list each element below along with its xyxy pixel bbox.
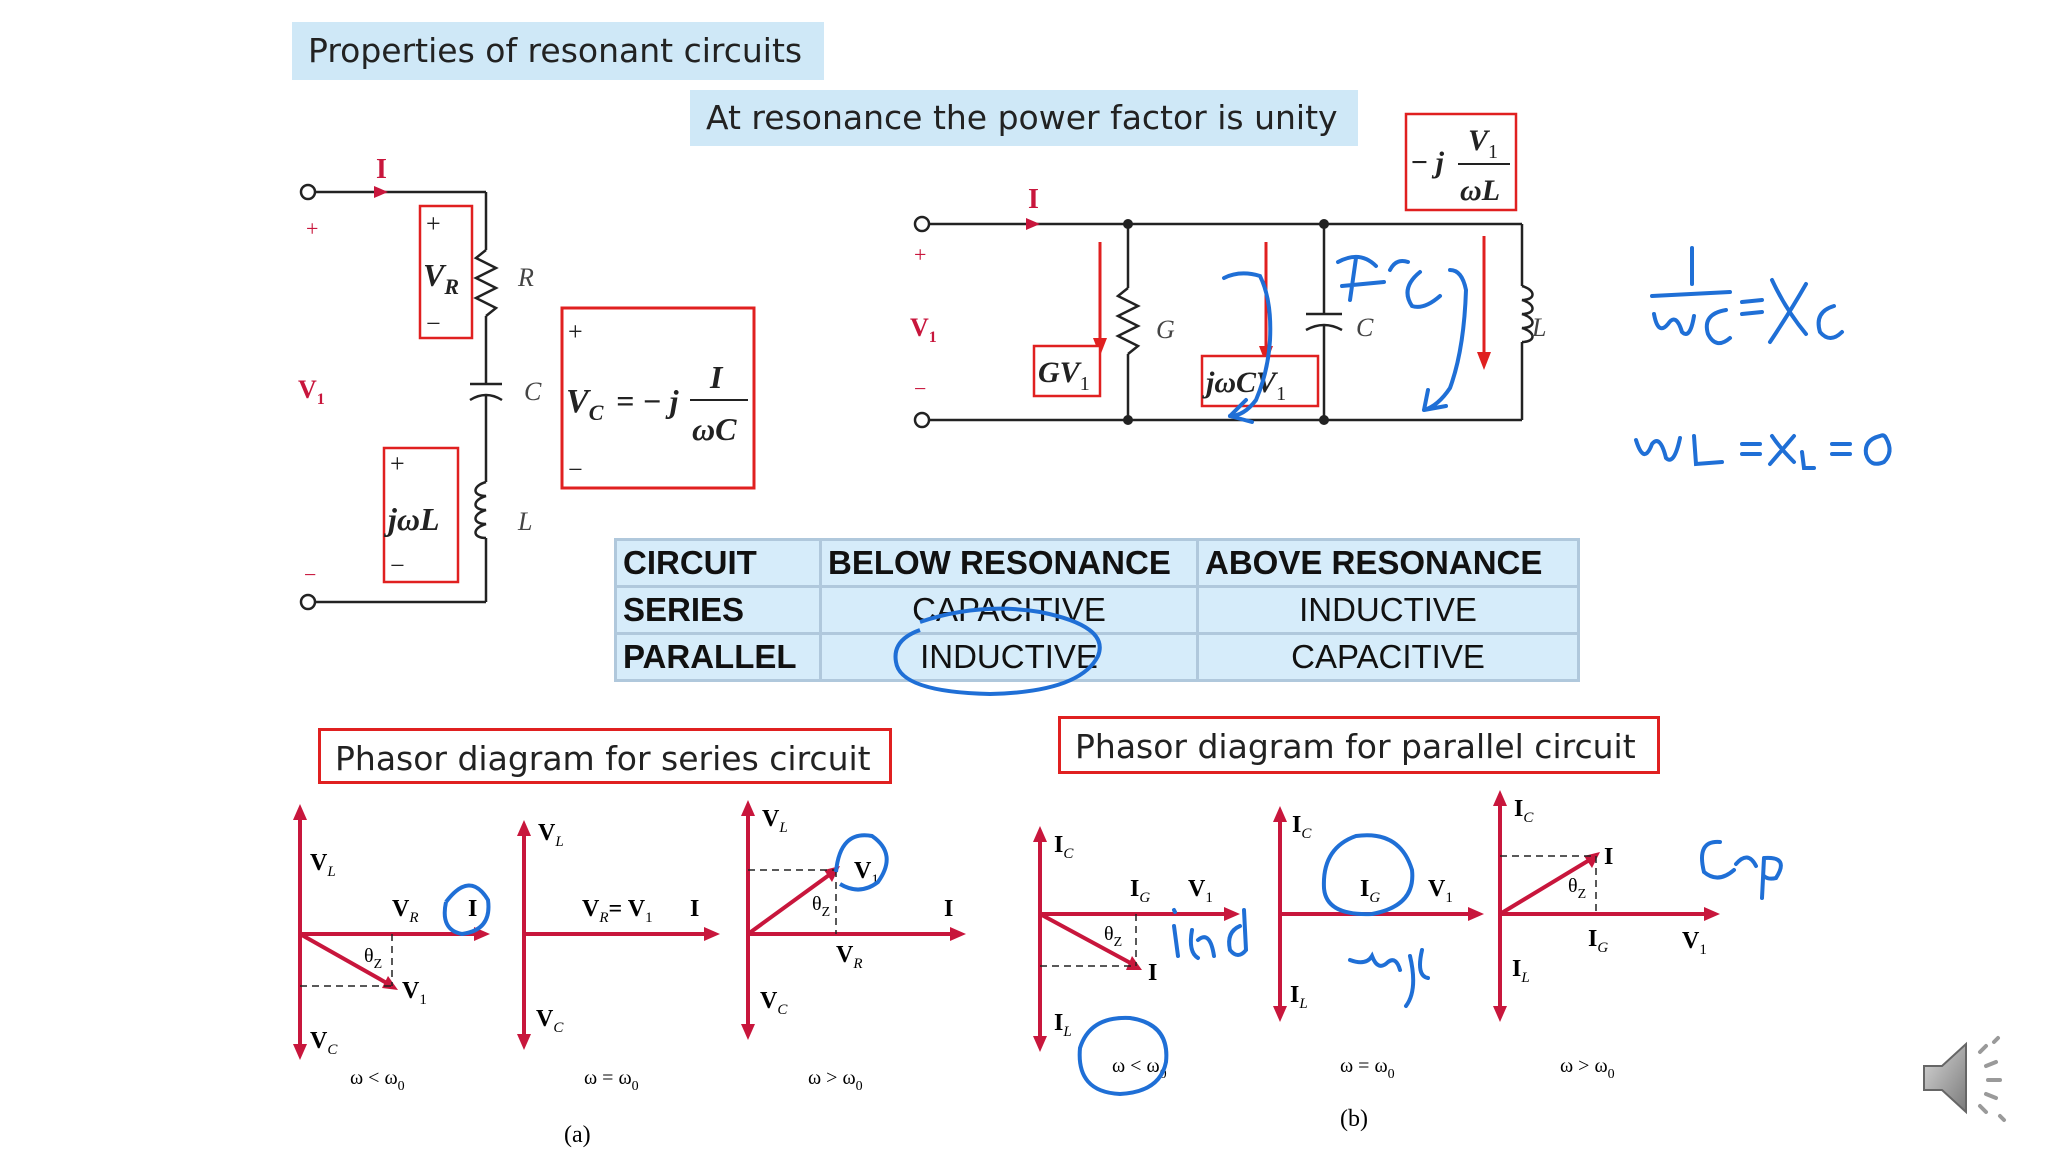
pbelow-v1: V1	[1188, 876, 1213, 906]
parallel-current-label: I	[1028, 184, 1039, 215]
below-vr: VR	[392, 896, 419, 926]
table-row: PARALLEL INDUCTIVE CAPACITIVE	[614, 632, 1580, 682]
series-source-label: V1	[298, 375, 325, 408]
pabove-v1: V1	[1682, 928, 1707, 958]
inductor-label: L	[517, 507, 532, 536]
below-vl: VL	[310, 850, 336, 880]
table-cell: PARALLEL	[614, 632, 822, 682]
parallel-phasor-title: Phasor diagram for parallel circuit	[1058, 716, 1660, 774]
parallel-plus: +	[914, 242, 926, 267]
pabove-ig: IG	[1588, 926, 1608, 956]
vc-formula-box: + VC = − j I ωC −	[560, 306, 756, 490]
il-den: ωL	[1460, 174, 1500, 207]
parallel-phasor-diagrams: IC IG V1 θZ I IL ω < ω0 IC IG V1 IL ω = …	[1033, 790, 1783, 1132]
parallel-minus: −	[914, 376, 926, 401]
table-ink-circle	[893, 606, 1102, 697]
table-cell: INDUCTIVE	[1196, 585, 1580, 635]
pbelow-il: IL	[1054, 1010, 1072, 1040]
il-pre: − j	[1410, 146, 1445, 179]
table-header-row: CIRCUIT BELOW RESONANCE ABOVE RESONANCE	[614, 538, 1580, 588]
handwritten-equations	[1634, 246, 1892, 470]
series-current-label: I	[376, 154, 387, 185]
pabove-ic: IC	[1514, 796, 1534, 826]
pbelow-i: I	[1148, 960, 1157, 986]
series-plus-top: +	[306, 216, 318, 241]
pat-ic: IC	[1292, 812, 1312, 842]
jwl-minus: −	[390, 551, 405, 580]
vc-num: I	[709, 359, 724, 395]
jwl-label: jωL	[383, 501, 440, 537]
below-i: I	[468, 896, 477, 922]
table-header: BELOW RESONANCE	[819, 538, 1199, 588]
above-vl: VL	[762, 806, 788, 836]
pbelow-ic: IC	[1054, 832, 1074, 862]
parallel-circuit: I + V1 − G C L GV1 jωCV1 − j V1 ωL	[910, 112, 1546, 429]
vr-plus: +	[426, 209, 441, 238]
at-i: I	[690, 896, 699, 922]
parallel-caption: (b)	[1340, 1106, 1368, 1132]
series-phasor-diagrams: VL VR I θZ V1 VC ω < ω0 VL VR= V1 I VC ω…	[293, 800, 966, 1148]
table-cell: SERIES	[614, 585, 822, 635]
above-vc: VC	[760, 988, 788, 1018]
vc-minus: −	[568, 455, 583, 484]
at-vc: VC	[536, 1006, 564, 1036]
below-theta: θZ	[364, 945, 382, 972]
series-circuit: I + V1 − R C L + VR − + jωL −	[298, 154, 542, 611]
at-vl: VL	[538, 820, 564, 850]
above-theta: θZ	[812, 893, 830, 920]
at-cond: ω = ω0	[584, 1067, 639, 1094]
table-header: ABOVE RESONANCE	[1196, 538, 1580, 588]
above-cond: ω > ω0	[808, 1067, 863, 1094]
pabove-il: IL	[1512, 956, 1530, 986]
resistor-label: R	[517, 263, 534, 292]
pat-v1: V1	[1428, 876, 1453, 906]
series-phasor-title: Phasor diagram for series circuit	[318, 728, 892, 784]
above-v1: V1	[854, 858, 879, 888]
pabove-i: I	[1604, 844, 1613, 870]
vc-plus: +	[568, 317, 583, 346]
table-cell: INDUCTIVE	[819, 632, 1199, 682]
pabove-cond: ω > ω0	[1560, 1055, 1615, 1082]
at-vr: VR= V1	[582, 896, 653, 926]
il-num: V1	[1468, 124, 1498, 163]
vc-lhs: VC	[566, 383, 604, 425]
l-label: L	[1531, 313, 1546, 342]
pat-cond: ω = ω0	[1340, 1055, 1395, 1082]
vr-label: VR	[423, 257, 459, 299]
series-caption: (a)	[564, 1122, 591, 1148]
below-vc: VC	[310, 1028, 338, 1058]
vc-den: ωC	[692, 411, 737, 447]
c-label: C	[1356, 313, 1374, 342]
g-label: G	[1156, 315, 1175, 344]
pat-il: IL	[1290, 982, 1308, 1012]
speaker-icon[interactable]	[1918, 1030, 2018, 1126]
table-header: CIRCUIT	[614, 538, 822, 588]
capacitor-label: C	[524, 377, 542, 406]
parallel-source-label: V1	[910, 313, 937, 346]
gv-label: GV1	[1038, 356, 1090, 395]
pat-ig: IG	[1360, 876, 1380, 906]
vc-eq: = − j	[616, 383, 679, 419]
subtitle: At resonance the power factor is unity	[690, 90, 1358, 146]
vr-minus: −	[426, 309, 441, 338]
series-minus-bottom: −	[304, 562, 316, 587]
above-i: I	[944, 896, 953, 922]
above-vr: VR	[836, 942, 863, 972]
pbelow-theta: θZ	[1104, 923, 1122, 950]
below-v1: V1	[402, 978, 427, 1008]
pabove-theta: θZ	[1568, 875, 1586, 902]
jwl-plus: +	[390, 449, 405, 478]
pbelow-ig: IG	[1130, 876, 1150, 906]
page-title: Properties of resonant circuits	[292, 22, 824, 80]
below-cond: ω < ω0	[350, 1067, 405, 1094]
table-cell: CAPACITIVE	[1196, 632, 1580, 682]
